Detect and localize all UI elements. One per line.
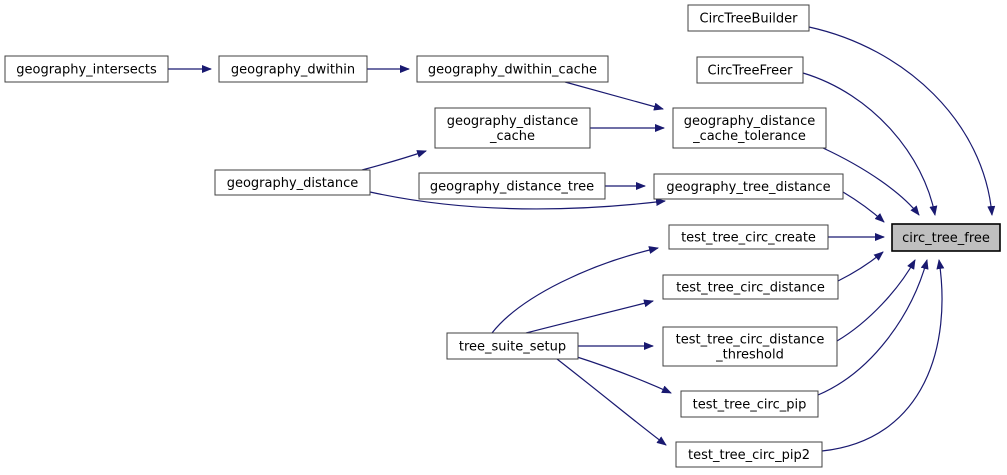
edge-geography_distance_cache_tolerance--circ_tree_free — [822, 147, 920, 216]
node-box-test_tree_circ_create — [668, 224, 829, 250]
node-box-test_tree_circ_distance — [662, 274, 839, 300]
node-box-test_tree_circ_pip2 — [675, 441, 823, 468]
node-test_tree_circ_pip[interactable]: test_tree_circ_pip — [680, 390, 819, 418]
node-box-tree_suite_setup — [446, 332, 579, 360]
edge-tree_suite_setup--test_tree_circ_pip2 — [556, 358, 667, 446]
node-test_tree_circ_create[interactable]: test_tree_circ_create — [668, 224, 829, 250]
node-geography_distance_cache[interactable]: geography_distance_cache — [434, 107, 591, 149]
node-label-geography_distance_cache_tolerance: geography_distance_cache_tolerance — [684, 114, 816, 144]
node-label-test_tree_circ_create: test_tree_circ_create — [681, 231, 816, 246]
node-label-geography_dwithin: geography_dwithin — [231, 63, 355, 78]
node-test_tree_circ_distance_threshold[interactable]: test_tree_circ_distance_threshold — [662, 326, 838, 367]
edge-test_tree_circ_pip2--circ_tree_free — [821, 259, 945, 452]
node-label-tree_suite_setup: tree_suite_setup — [459, 340, 566, 355]
edge-geography_tree_distance--circ_tree_free — [842, 191, 885, 223]
edge-tree_suite_setup--test_tree_circ_pip — [573, 355, 672, 394]
node-label-geography_distance_cache: geography_distance_cache — [447, 114, 579, 144]
edge-CircTreeBuilder--circ_tree_free — [808, 26, 996, 216]
edge-test_tree_circ_distance_threshold--circ_tree_free — [836, 259, 916, 342]
node-box-geography_distance_cache — [434, 107, 591, 149]
edge-test_tree_circ_pip--circ_tree_free — [817, 259, 929, 396]
node-box-CircTreeBuilder — [687, 4, 810, 32]
node-box-test_tree_circ_distance_threshold — [662, 326, 838, 367]
node-CircTreeFreer[interactable]: CircTreeFreer — [696, 56, 804, 84]
node-box-geography_dwithin_cache — [416, 55, 609, 83]
node-label-CircTreeFreer: CircTreeFreer — [708, 64, 794, 79]
node-tree_suite_setup[interactable]: tree_suite_setup — [446, 332, 579, 360]
node-box-geography_distance — [214, 169, 371, 196]
node-label-geography_dwithin_cache: geography_dwithin_cache — [428, 63, 597, 78]
node-geography_tree_distance[interactable]: geography_tree_distance — [653, 173, 844, 200]
node-geography_intersects[interactable]: geography_intersects — [4, 55, 169, 83]
node-label-test_tree_circ_pip2: test_tree_circ_pip2 — [688, 448, 810, 463]
node-test_tree_circ_distance[interactable]: test_tree_circ_distance — [662, 274, 839, 300]
edge-geography_distance--geography_distance_cache — [361, 150, 427, 171]
edge-test_tree_circ_distance--circ_tree_free — [837, 251, 884, 282]
node-geography_dwithin_cache[interactable]: geography_dwithin_cache — [416, 55, 609, 83]
node-label-geography_distance_tree: geography_distance_tree — [430, 180, 594, 195]
node-geography_distance_cache_tolerance[interactable]: geography_distance_cache_tolerance — [672, 107, 827, 149]
edge-tree_suite_setup--test_tree_circ_distance — [525, 299, 654, 334]
node-box-test_tree_circ_pip — [680, 390, 819, 418]
node-label-geography_tree_distance: geography_tree_distance — [666, 180, 830, 195]
node-geography_distance_tree[interactable]: geography_distance_tree — [418, 172, 606, 200]
node-label-test_tree_circ_distance: test_tree_circ_distance — [676, 281, 825, 296]
node-box-geography_dwithin — [218, 55, 368, 83]
node-label-test_tree_circ_distance_threshold: test_tree_circ_distance_threshold — [676, 333, 825, 363]
edge-geography_distance--geography_tree_distance — [369, 191, 666, 210]
node-geography_dwithin[interactable]: geography_dwithin — [218, 55, 368, 83]
node-test_tree_circ_pip2[interactable]: test_tree_circ_pip2 — [675, 441, 823, 468]
node-label-CircTreeBuilder: CircTreeBuilder — [700, 12, 799, 27]
edge-CircTreeFreer--circ_tree_free — [802, 72, 938, 216]
node-box-geography_intersects — [4, 55, 169, 83]
node-label-circ_tree_free: circ_tree_free — [902, 231, 990, 246]
edge-tree_suite_setup--test_tree_circ_create — [491, 246, 659, 334]
node-label-geography_distance: geography_distance — [227, 176, 359, 191]
node-box-geography_distance_cache_tolerance — [672, 107, 827, 149]
node-box-circ_tree_free — [891, 223, 1001, 252]
node-box-geography_distance_tree — [418, 172, 606, 200]
node-box-geography_tree_distance — [653, 173, 844, 200]
node-geography_distance[interactable]: geography_distance — [214, 169, 371, 196]
node-label-geography_intersects: geography_intersects — [16, 63, 157, 78]
node-box-CircTreeFreer — [696, 56, 804, 84]
edge-geography_dwithin_cache--geography_distance_cache_tolerance — [564, 81, 664, 111]
node-CircTreeBuilder[interactable]: CircTreeBuilder — [687, 4, 810, 32]
node-label-test_tree_circ_pip: test_tree_circ_pip — [693, 398, 807, 413]
node-circ_tree_free: circ_tree_free — [891, 223, 1001, 252]
